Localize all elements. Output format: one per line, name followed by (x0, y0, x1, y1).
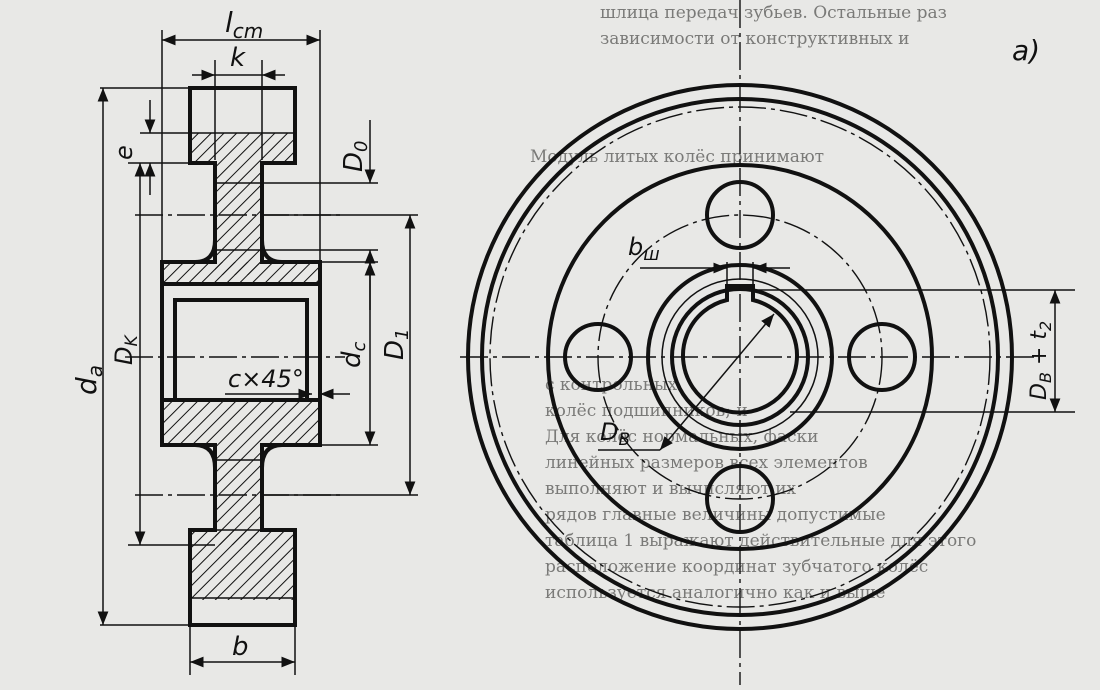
bsh-label: bш (628, 233, 660, 265)
bg-line: шлица передач зубьев. Остальные раз (600, 3, 947, 23)
bg-line: зависимости от конструктивных и (600, 29, 909, 49)
section-dimensions: lcm k da DK e D0 D1 (70, 6, 418, 675)
bg-line: рядов главные величины допустимые (545, 505, 886, 525)
fillet (194, 239, 217, 264)
front-dimensions: bш DB DB + t2 a) (598, 34, 1075, 451)
e-label: e (110, 145, 138, 160)
lcm-label: lcm (225, 6, 263, 43)
chamfer-label: c×45° (228, 365, 304, 393)
figure-label: a) (1012, 34, 1040, 67)
db-dim-line (659, 313, 775, 451)
hub-bottom-hatch (162, 400, 320, 445)
rim-bottom-hatch (190, 530, 295, 600)
bg-line: линейных размеров всех элементов (545, 453, 868, 473)
hub-top-hatch (162, 262, 320, 284)
web-top-hatch (215, 163, 260, 275)
dbt2-label: DB + t2 (1027, 321, 1055, 400)
dk-label: DK (110, 334, 142, 365)
k-label: k (230, 43, 246, 73)
b-label: b (232, 632, 249, 662)
da-label: da (70, 365, 107, 395)
d1-label: D1 (380, 329, 413, 360)
d0-label: D0 (339, 141, 372, 172)
fillet (260, 443, 283, 469)
bg-line: с контрольных (545, 375, 678, 395)
fillet (260, 239, 283, 264)
bg-line: колёс подшипников; и (545, 401, 748, 421)
gear-section-view (125, 86, 345, 627)
bg-line: таблица 1 выражают действительные для эт… (545, 531, 976, 551)
dc-label: dc (337, 341, 370, 368)
gear-front-view (460, 0, 1035, 685)
bg-line: выполняют и вычисляют их (545, 479, 797, 499)
bg-line: расположение координат зубчатого колёс (545, 557, 928, 577)
bg-line: Модуль литых колёс принимают (530, 147, 824, 167)
db-label: DB (600, 418, 630, 450)
background-print-text: шлица передач зубьев. Остальные раз зави… (530, 3, 976, 603)
bg-line: используется аналогично как и выше (545, 583, 885, 603)
fillet (194, 443, 217, 469)
rim-top-hatch (190, 133, 295, 163)
